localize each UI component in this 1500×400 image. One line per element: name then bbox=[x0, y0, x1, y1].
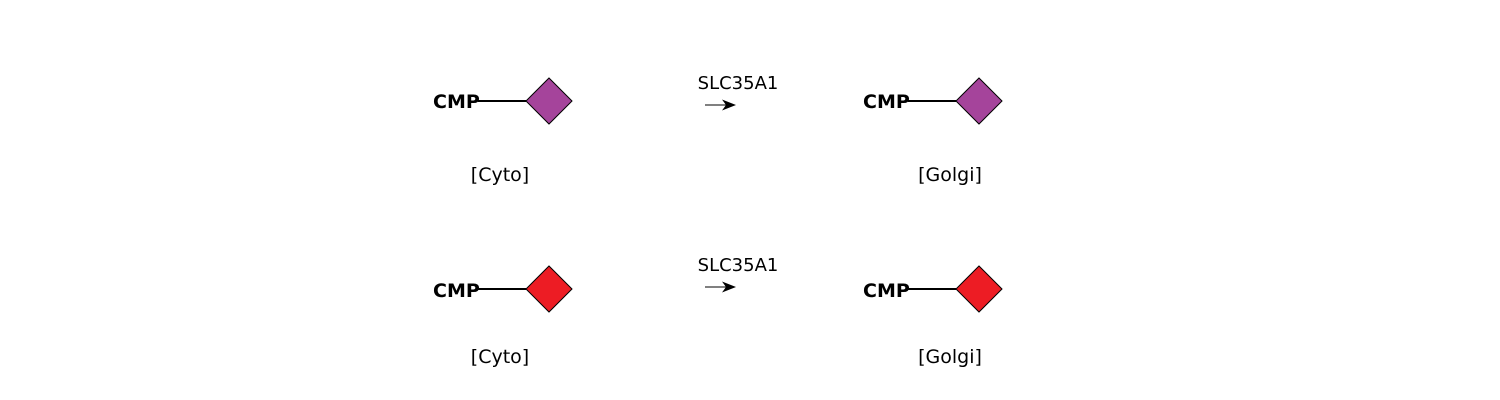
sugar-diamond-icon bbox=[955, 77, 1003, 125]
enzyme-label: SLC35A1 bbox=[698, 73, 779, 94]
compartment-label: [Cyto] bbox=[471, 346, 529, 368]
nucleotide-label: CMP bbox=[863, 91, 910, 113]
transport-arrow: SLC35A1 bbox=[698, 73, 779, 111]
nucleotide-label: CMP bbox=[433, 280, 480, 302]
sugar-diamond-icon bbox=[525, 77, 573, 125]
substrate-glycan: CMP bbox=[433, 265, 573, 313]
nucleotide-label: CMP bbox=[863, 280, 910, 302]
sugar-diamond-icon bbox=[525, 265, 573, 313]
arrow-head-icon bbox=[722, 99, 736, 111]
substrate-glycan: CMP bbox=[433, 77, 573, 125]
transport-arrow: SLC35A1 bbox=[698, 255, 779, 293]
compartment-label: [Cyto] bbox=[471, 164, 529, 186]
compartment-label: [Golgi] bbox=[918, 346, 982, 368]
arrow-head-icon bbox=[722, 281, 736, 293]
enzyme-label: SLC35A1 bbox=[698, 255, 779, 276]
reaction-2: CMP [Cyto] SLC35A1 CMP [Golgi] bbox=[433, 255, 1003, 368]
sugar-diamond-icon bbox=[955, 265, 1003, 313]
reaction-1: CMP [Cyto] SLC35A1 CMP [Golgi] bbox=[433, 73, 1003, 186]
nucleotide-label: CMP bbox=[433, 91, 480, 113]
compartment-label: [Golgi] bbox=[918, 164, 982, 186]
product-glycan: CMP bbox=[863, 265, 1003, 313]
product-glycan: CMP bbox=[863, 77, 1003, 125]
